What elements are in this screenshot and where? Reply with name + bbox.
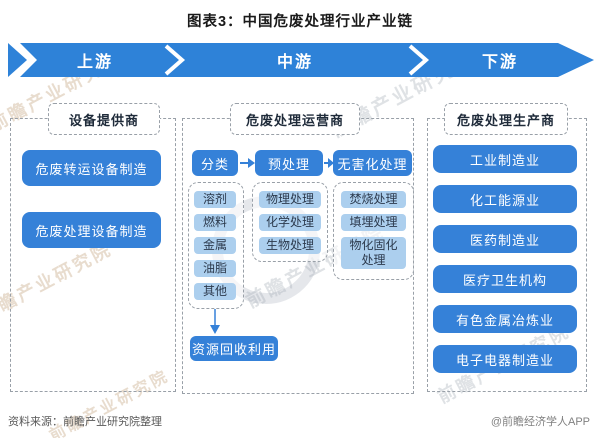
stage-box-pretreatment: 预处理 bbox=[255, 150, 323, 176]
midstream-column-header: 危废处理运营商 bbox=[230, 103, 360, 135]
banner-label-midstream: 中游 bbox=[276, 54, 313, 71]
stage-box-harmless-treatment: 无害化处理 bbox=[333, 150, 412, 176]
source-note: 资料来源：前瞻产业研究院整理 bbox=[8, 416, 162, 428]
downstream-box: 医疗卫生机构 bbox=[433, 265, 577, 293]
downstream-box: 医药制造业 bbox=[433, 225, 577, 253]
downstream-box: 有色金属冶炼业 bbox=[433, 305, 577, 333]
chevron-lead-icon bbox=[8, 43, 27, 77]
downstream-box: 工业制造业 bbox=[433, 145, 577, 173]
downstream-box: 化工能源业 bbox=[433, 185, 577, 213]
upstream-column-header: 设备提供商 bbox=[48, 103, 160, 135]
waste-category: 溶剂 bbox=[194, 191, 236, 208]
brand-credit: @前瞻经济学人APP bbox=[490, 416, 590, 428]
upstream-box: 危废处理设备制造 bbox=[22, 212, 161, 248]
treatment-method: 物化固化处理 bbox=[341, 237, 406, 269]
pretreatment-items-group: 物理处理 化学处理 生物处理 bbox=[252, 182, 328, 262]
waste-category: 其他 bbox=[194, 283, 236, 300]
pretreatment-method: 生物处理 bbox=[259, 237, 321, 254]
chevron-separator-icon bbox=[408, 44, 430, 76]
upstream-box: 危废转运设备制造 bbox=[22, 150, 161, 186]
arrow-right-icon bbox=[324, 158, 334, 168]
pretreatment-method: 物理处理 bbox=[259, 191, 321, 208]
treatment-method: 填埋处理 bbox=[341, 214, 406, 231]
downstream-column-header: 危废处理生产商 bbox=[444, 103, 568, 135]
arrow-band bbox=[20, 43, 594, 77]
waste-category: 燃料 bbox=[194, 214, 236, 231]
chevron-separator-icon bbox=[164, 44, 186, 76]
waste-category: 金属 bbox=[194, 237, 236, 254]
flow-arrow-banner bbox=[8, 43, 594, 77]
harmless-treatment-items-group: 焚烧处理 填埋处理 物化固化处理 bbox=[333, 182, 414, 280]
page-title: 图表3：中国危废处理行业产业链 bbox=[186, 14, 414, 30]
recycle-box: 资源回收利用 bbox=[190, 336, 278, 361]
pretreatment-method: 化学处理 bbox=[259, 214, 321, 231]
waste-category: 油脂 bbox=[194, 260, 236, 277]
stage-box-classification: 分类 bbox=[192, 150, 238, 176]
treatment-method: 焚烧处理 bbox=[341, 191, 406, 208]
arrow-right-icon bbox=[240, 158, 255, 168]
classification-items-group: 溶剂 燃料 金属 油脂 其他 bbox=[188, 182, 244, 309]
banner-label-upstream: 上游 bbox=[76, 54, 113, 71]
banner-label-downstream: 下游 bbox=[481, 54, 518, 71]
downstream-box: 电子电器制造业 bbox=[433, 345, 577, 373]
arrow-down-icon bbox=[210, 309, 220, 334]
